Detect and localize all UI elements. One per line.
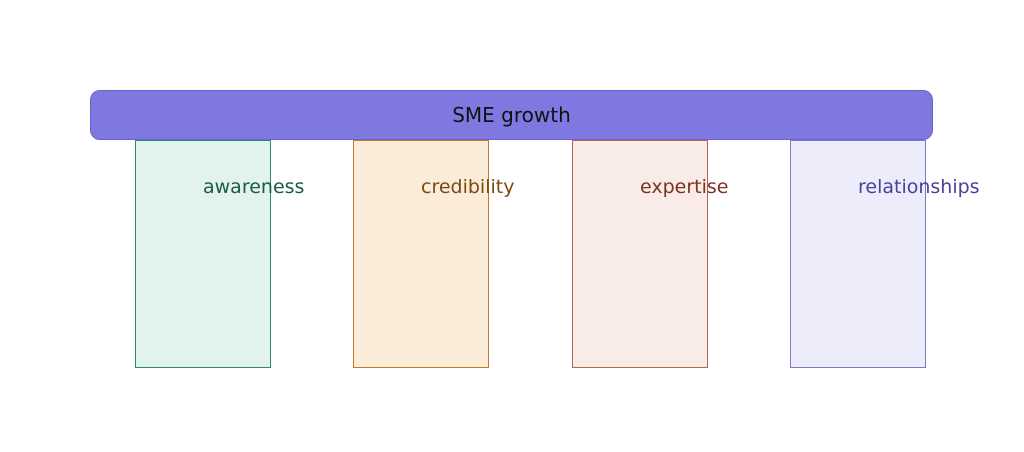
- roof-label: SME growth: [452, 103, 571, 127]
- pillar-relationships: [790, 140, 926, 368]
- pillar-expertise: [572, 140, 708, 368]
- pillar-label-credibility: credibility: [421, 176, 515, 198]
- pillar-credibility: [353, 140, 489, 368]
- pillar-label-expertise: expertise: [640, 176, 729, 198]
- pillar-awareness: [135, 140, 271, 368]
- roof-banner: SME growth: [90, 90, 933, 140]
- pillar-label-awareness: awareness: [203, 176, 305, 198]
- pillar-label-relationships: relationships: [858, 176, 980, 198]
